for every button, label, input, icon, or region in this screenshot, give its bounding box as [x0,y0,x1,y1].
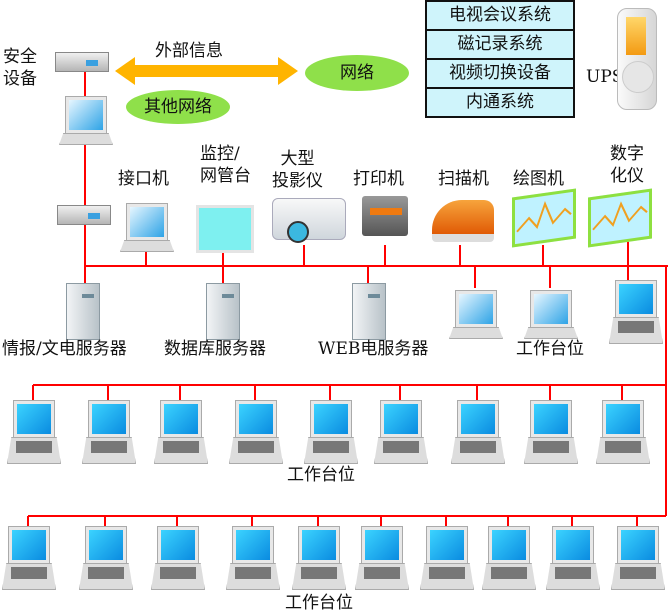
workstation-laptop-icon [152,400,208,464]
workstation-laptop-icon [0,526,56,590]
digitizer-icon [588,188,652,248]
system-item: 电视会议系统 [427,2,573,31]
switch-icon [57,205,111,225]
interface-label: 接口机 [118,169,169,189]
workstation-laptop-icon [372,400,428,464]
server-icon [66,283,100,340]
workstation-laptop-icon [480,526,536,590]
scanner-icon [432,200,494,242]
security-device-label: 安全设备 [3,47,37,89]
network-ellipse: 网络 [305,55,409,91]
workstation-laptop-icon [149,526,205,590]
monitor-icon [196,205,254,253]
workstation-laptop-icon [594,400,650,464]
workstation-laptop-icon [609,526,665,590]
server-icon [352,283,386,340]
ups-label: UPS [586,67,624,87]
server-icon [206,283,240,340]
workstation-row1-label: 工作台位 [516,339,584,359]
projector-icon [272,198,346,243]
printer-label: 打印机 [353,169,404,189]
workstation-laptop-icon [80,400,136,464]
projector-label: 大型投影仪 [272,149,323,191]
server-label: 数据库服务器 [164,339,266,359]
ups-icon [617,8,657,110]
external-info-label: 外部信息 [155,41,223,61]
workstation-laptop-icon [353,526,409,590]
printer-icon [362,196,408,236]
workstation-laptop-icon [224,526,280,590]
workstation-row2-label: 工作台位 [287,465,355,485]
monitor-label: 监控/网管台 [200,144,251,186]
plotter-label: 绘图机 [513,169,564,189]
gateway-laptop-icon [57,96,113,145]
workstation-laptop-icon [77,526,133,590]
workstation-laptop-icon [302,400,358,464]
workstation-laptop-icon [227,400,283,464]
system-item: 视频切换设备 [427,60,573,89]
security-device-icon [55,52,109,72]
workstation-row3-label: 工作台位 [285,593,353,613]
other-network-ellipse: 其他网络 [126,90,230,124]
digitizer-label: 数字化仪 [610,144,644,186]
scanner-label: 扫描机 [438,169,489,189]
workstation-laptop-icon [5,400,61,464]
workstation-laptop-icon [607,280,663,344]
systems-list: 电视会议系统 磁记录系统 视频切换设备 内通系统 [425,0,575,118]
workstation-laptop-icon [522,400,578,464]
workstation-laptop-icon [447,290,503,339]
workstation-laptop-icon [290,526,346,590]
interface-laptop-icon [118,203,174,252]
plotter-icon [512,188,576,248]
workstation-laptop-icon [544,526,600,590]
system-item: 内通系统 [466,92,534,112]
workstation-laptop-icon [418,526,474,590]
workstation-laptop-icon [449,400,505,464]
server-label: 情报/文电服务器 [2,339,127,359]
external-info-arrow [115,57,298,85]
system-item: 磁记录系统 [427,31,573,60]
server-label: WEB电服务器 [318,339,429,359]
workstation-laptop-icon [522,290,578,339]
